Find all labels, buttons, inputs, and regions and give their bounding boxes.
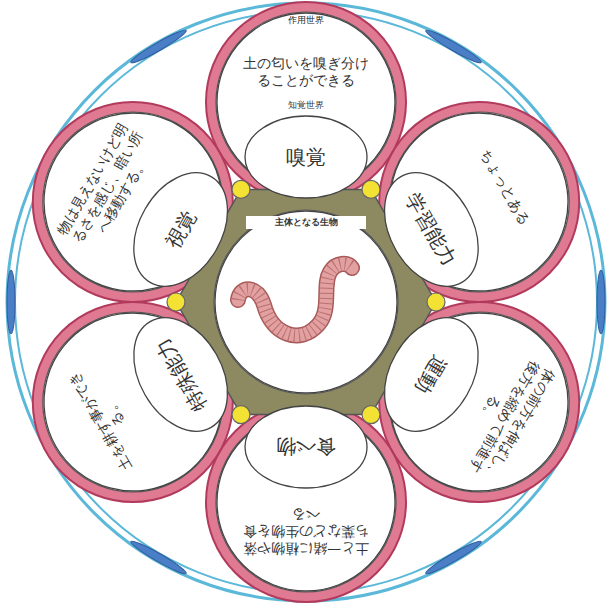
petal-ring (206, 402, 406, 602)
spindle (129, 27, 188, 66)
outline-path (217, 13, 395, 191)
center-ground (214, 210, 398, 394)
spindle (129, 538, 188, 577)
spindle (7, 270, 15, 334)
outline-path (245, 406, 367, 488)
perception-oval: 特殊能力 (113, 300, 248, 449)
perception-oval: 食べ物 (244, 405, 368, 489)
outline-path (11, 280, 254, 523)
spindle (424, 27, 483, 66)
dot (232, 180, 250, 198)
perception-oval: 嗅覚 (244, 115, 368, 199)
earthworm (238, 264, 352, 335)
subject-circle: 主体となる生物 (214, 210, 398, 394)
inner-ring (15, 11, 597, 593)
spindle (424, 538, 483, 577)
outline-path (11, 80, 254, 323)
petal-grounds (43, 12, 569, 592)
petal: 土の匂いを嗅ぎ分けることができる嗅覚 作用世界知覚世界 (216, 12, 396, 192)
action-text: 土と一緒に植物や落ち葉などの生物を食べる (238, 507, 374, 558)
petal: 体の前方を伸ばし、後方を縮めて前進する。運動 (356, 279, 602, 525)
dot (232, 406, 250, 424)
subject-heading: 主体となる生物 (246, 216, 366, 229)
dot (167, 293, 185, 311)
dot (362, 406, 380, 424)
earthworm-outline (238, 264, 352, 335)
perception-text: 嗅覚 (254, 145, 358, 169)
petal: 物は見えないけど明るさを感じ、暗い所へ移動する。視覚 (10, 79, 256, 325)
outline-path (114, 156, 246, 303)
petal: 土と一緒に植物や落ち葉などの生物を食べる 食べ物 (216, 412, 396, 592)
perception-oval: 学習能力 (364, 155, 499, 304)
outline-path (366, 156, 498, 303)
outline-path (366, 301, 498, 448)
action-text: 土の匂いを嗅ぎ分けることができる (238, 55, 374, 89)
petal-ground (216, 12, 396, 192)
outline-path (215, 211, 397, 393)
node-outline (214, 210, 398, 394)
world-heading: 作用世界 (266, 15, 346, 26)
petal-rings (33, 2, 579, 602)
outer-ring (7, 3, 605, 601)
spindle (597, 270, 605, 334)
earthworm-segments (238, 264, 352, 335)
outline-path (217, 413, 395, 591)
petal: 土を耕す事ができる。特殊能力 (10, 279, 256, 525)
earthworm-body (238, 264, 352, 335)
world-heading: 知覚世界 (266, 100, 346, 111)
dot (427, 293, 445, 311)
outline-path (358, 80, 601, 323)
petal: ちょっとある学習能力 (356, 79, 602, 325)
perception-text: 食べ物 (254, 435, 358, 459)
outline-path (245, 116, 367, 198)
outline-path (114, 301, 246, 448)
dot (362, 180, 380, 198)
petal-ring (206, 2, 406, 202)
petal-ground (216, 412, 396, 592)
